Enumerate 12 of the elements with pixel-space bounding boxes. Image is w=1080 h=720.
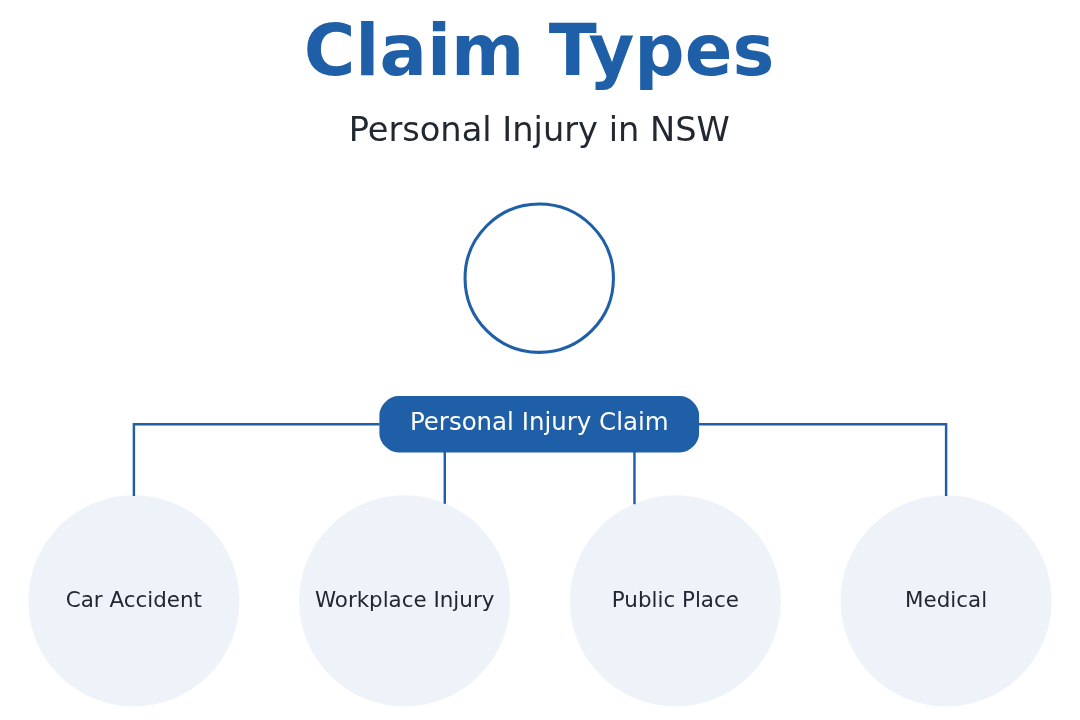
- diagram-title: Claim Types: [303, 10, 775, 93]
- node-box: Personal Injury Claim: [379, 395, 700, 453]
- connector: [698, 423, 948, 497]
- node-circle: Public Place: [569, 495, 781, 707]
- node-circle: Medical: [840, 495, 1052, 707]
- node-circle: Car Accident: [28, 495, 240, 707]
- node-circle: [463, 202, 615, 354]
- label: Personal Injury in NSW: [348, 109, 730, 149]
- connector: [633, 451, 636, 505]
- connector: [443, 451, 446, 504]
- node-circle: Workplace Injury: [299, 495, 511, 707]
- connector: [132, 423, 380, 497]
